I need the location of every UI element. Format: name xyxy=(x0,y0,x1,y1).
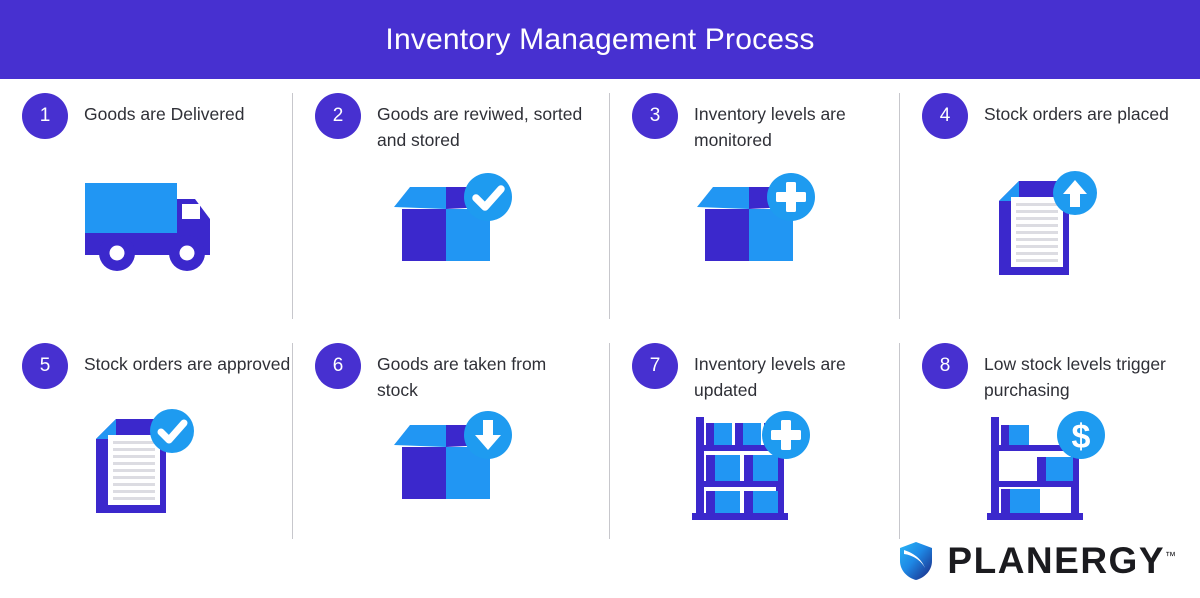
step-card-8: 8 Low stock levels trigger purchasing xyxy=(900,329,1200,549)
step-4-label: Stock orders are placed xyxy=(984,104,1169,124)
step-6-label: Goods are taken from stock xyxy=(377,354,547,400)
step-8-icon-area: $ xyxy=(900,409,1200,524)
step-2-number-badge: 2 xyxy=(315,93,361,139)
step-4-icon-area xyxy=(900,171,1200,283)
step-1-label: Goods are Delivered xyxy=(84,104,245,124)
step-card-4: 4 Stock orders are placed xyxy=(900,79,1200,329)
open-box-icon xyxy=(393,411,512,499)
step-8-header: 8 Low stock levels trigger purchasing xyxy=(900,329,1200,403)
step-2-header: 2 Goods are reviwed, sorted and stored xyxy=(293,79,610,153)
step-3-label: Inventory levels are monitored xyxy=(694,104,846,150)
step-3-icon-area xyxy=(610,171,900,279)
step-7-number-badge: 7 xyxy=(632,343,678,389)
page-title: Inventory Management Process xyxy=(385,22,815,56)
step-4-header: 4 Stock orders are placed xyxy=(900,79,1200,139)
step-5-header: 5 Stock orders are approved xyxy=(0,329,293,389)
brand-wordmark: PLANERGY™ xyxy=(947,540,1176,582)
step-2-label: Goods are reviwed, sorted and stored xyxy=(377,104,583,150)
check-badge-icon xyxy=(149,409,194,453)
full-shelf-icon xyxy=(692,411,810,520)
brand-text: PLANERGY xyxy=(947,540,1165,581)
step-6-number-badge: 6 xyxy=(315,343,361,389)
document-icon xyxy=(95,409,194,513)
step-4-number-badge: 4 xyxy=(922,93,968,139)
step-7-label: Inventory levels are updated xyxy=(694,354,846,400)
page-header: Inventory Management Process xyxy=(0,0,1200,79)
open-box-icon xyxy=(393,173,512,261)
step-3-header: 3 Inventory levels are monitored xyxy=(610,79,900,153)
delivery-truck-icon xyxy=(84,183,210,271)
step-7-header: 7 Inventory levels are updated xyxy=(610,329,900,403)
process-steps-grid: 1 Goods are Delivered 2 Goods are reviwe… xyxy=(0,79,1200,549)
trademark-symbol: ™ xyxy=(1165,550,1176,563)
step-5-icon-area xyxy=(0,409,293,521)
plus-badge-icon xyxy=(767,173,815,221)
arrow-up-badge-icon xyxy=(1053,171,1097,215)
step-6-icon-area xyxy=(293,409,610,517)
step-card-1: 1 Goods are Delivered xyxy=(0,79,293,329)
open-box-icon xyxy=(697,173,815,261)
dollar-badge-icon: $ xyxy=(1057,411,1105,459)
step-3-number-badge: 3 xyxy=(632,93,678,139)
arrow-down-badge-icon xyxy=(463,411,512,459)
step-8-label: Low stock levels trigger purchasing xyxy=(984,354,1166,400)
step-5-number-badge: 5 xyxy=(22,343,68,389)
planergy-shield-icon xyxy=(900,542,933,580)
step-5-label: Stock orders are approved xyxy=(84,354,291,374)
plus-badge-icon xyxy=(762,411,810,459)
step-2-icon-area xyxy=(293,171,610,279)
step-card-3: 3 Inventory levels are monitored xyxy=(610,79,900,329)
step-card-6: 6 Goods are taken from stock xyxy=(293,329,610,549)
document-icon xyxy=(999,171,1097,275)
low-stock-shelf-icon: $ xyxy=(987,411,1105,520)
step-1-number-badge: 1 xyxy=(22,93,68,139)
step-1-header: 1 Goods are Delivered xyxy=(0,79,293,139)
step-1-icon-area xyxy=(0,171,293,281)
step-card-7: 7 Inventory levels are updated xyxy=(610,329,900,549)
step-card-2: 2 Goods are reviwed, sorted and stored xyxy=(293,79,610,329)
brand-footer: PLANERGY™ xyxy=(899,540,1176,582)
step-card-5: 5 Stock orders are approved xyxy=(0,329,293,549)
check-badge-icon xyxy=(463,173,512,221)
step-7-icon-area xyxy=(610,409,900,524)
step-8-number-badge: 8 xyxy=(922,343,968,389)
step-6-header: 6 Goods are taken from stock xyxy=(293,329,610,403)
svg-text:$: $ xyxy=(1072,418,1091,456)
